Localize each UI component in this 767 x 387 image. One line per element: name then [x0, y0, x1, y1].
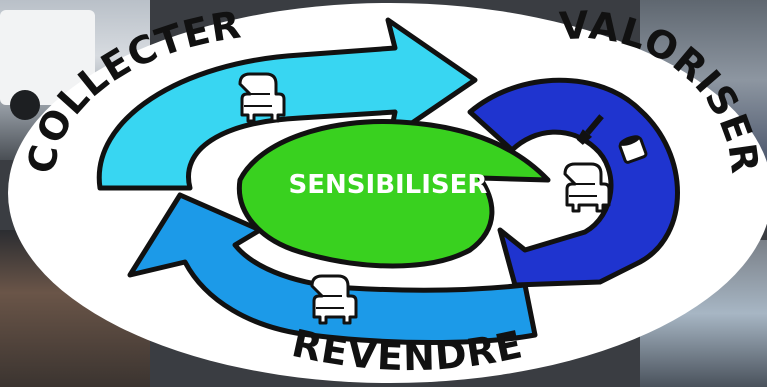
paint-pot-icon [618, 135, 648, 164]
center-shape [236, 119, 551, 269]
center-label: SENSIBILISER [289, 170, 488, 200]
brush-icon [576, 114, 604, 145]
arrow-collecter [96, 17, 478, 191]
arrow-revendre [127, 192, 538, 345]
